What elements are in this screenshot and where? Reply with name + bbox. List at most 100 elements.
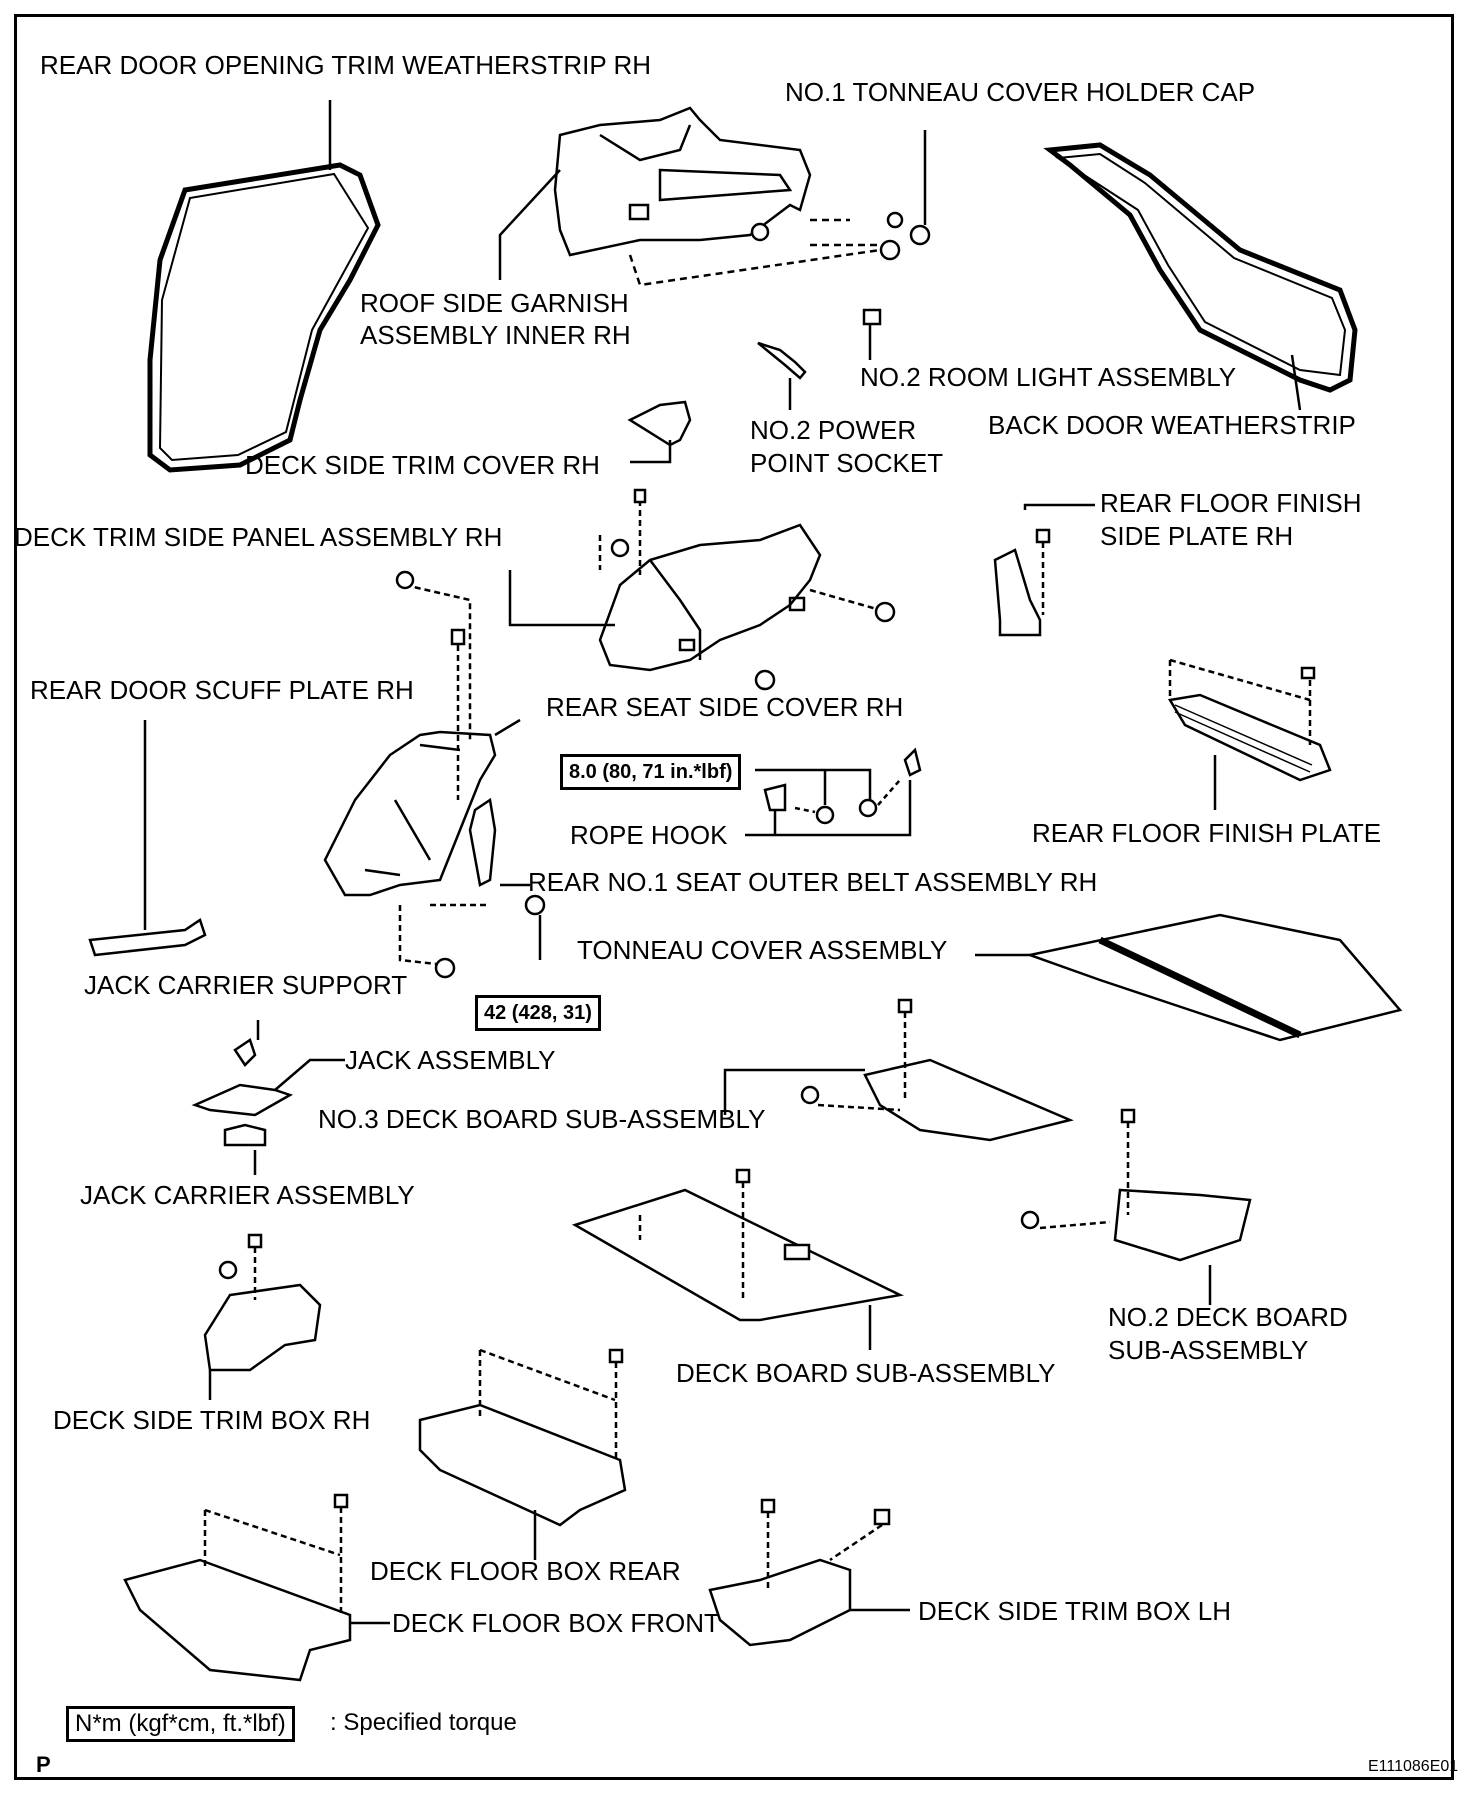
dashed-guide bbox=[809, 588, 881, 612]
nut-icon bbox=[800, 1085, 820, 1105]
deck-floor-box-rear-part bbox=[418, 1403, 627, 1527]
clip-icon bbox=[434, 957, 456, 979]
label-rear-seat-side-cover: REAR SEAT SIDE COVER RH bbox=[546, 692, 904, 722]
screw-icon bbox=[608, 1348, 624, 1364]
label-deck-side-trim-box-rh: DECK SIDE TRIM BOX RH bbox=[53, 1405, 371, 1435]
dashed-guide bbox=[1169, 658, 1311, 702]
label-room-light: NO.2 ROOM LIGHT ASSEMBLY bbox=[860, 362, 1237, 392]
back-door-weatherstrip-part bbox=[1043, 142, 1358, 393]
clip-icon bbox=[886, 211, 904, 229]
nut-icon bbox=[218, 1260, 238, 1280]
label-back-door-weatherstrip: BACK DOOR WEATHERSTRIP bbox=[988, 410, 1356, 440]
leader-line bbox=[508, 570, 615, 627]
leader-line bbox=[1023, 503, 1095, 510]
label-roof-side-garnish-line2: ASSEMBLY INNER RH bbox=[360, 320, 631, 350]
jack-carrier-support-icon bbox=[233, 1038, 257, 1067]
leader-line bbox=[1290, 354, 1302, 411]
label-rear-floor-finish-side-line2: SIDE PLATE RH bbox=[1100, 521, 1294, 551]
leader-line bbox=[630, 440, 672, 464]
clip-icon bbox=[750, 222, 770, 242]
screw-icon bbox=[1120, 1108, 1136, 1124]
label-tonneau-cover: TONNEAU COVER ASSEMBLY bbox=[577, 935, 948, 965]
label-rope-hook: ROPE HOOK bbox=[570, 820, 728, 850]
leader-line bbox=[755, 768, 872, 805]
screw-icon bbox=[1300, 666, 1316, 680]
rear-floor-finish-side-plate-part bbox=[993, 548, 1042, 637]
label-rear-door-opening-weatherstrip: REAR DOOR OPENING TRIM WEATHERSTRIP RH bbox=[40, 50, 652, 80]
screw-icon bbox=[333, 1493, 349, 1509]
roof-side-garnish-part bbox=[553, 106, 812, 257]
holder-cap-icon bbox=[909, 224, 931, 246]
nut-icon bbox=[873, 1508, 891, 1526]
deck-side-trim-box-rh-part bbox=[203, 1283, 322, 1372]
clip-icon bbox=[610, 538, 630, 558]
label-seat-outer-belt: REAR NO.1 SEAT OUTER BELT ASSEMBLY RH bbox=[528, 867, 1098, 897]
dashed-guide bbox=[404, 583, 472, 740]
label-deck-board-sub: DECK BOARD SUB-ASSEMBLY bbox=[676, 1358, 1056, 1388]
jack-carrier-icon bbox=[223, 1123, 267, 1147]
seat-outer-belt-part bbox=[468, 797, 497, 887]
label-no2-deck-board-line2: SUB-ASSEMBLY bbox=[1108, 1335, 1309, 1365]
bolt-icon bbox=[858, 798, 878, 818]
leader-line bbox=[723, 1068, 865, 1115]
label-deck-side-trim-cover: DECK SIDE TRIM COVER RH bbox=[245, 450, 600, 480]
rope-hook-icon bbox=[903, 747, 922, 777]
label-power-point-line2: POINT SOCKET bbox=[750, 448, 944, 478]
deck-side-trim-cover-part bbox=[627, 400, 692, 447]
label-no3-deck-board: NO.3 DECK BOARD SUB-ASSEMBLY bbox=[318, 1104, 766, 1134]
leader-line bbox=[274, 1058, 345, 1091]
screw-icon bbox=[1035, 528, 1051, 544]
screw-icon bbox=[760, 1498, 776, 1514]
leader-line bbox=[745, 780, 912, 837]
label-rear-floor-finish-side-line1: REAR FLOOR FINISH bbox=[1100, 488, 1362, 518]
label-deck-floor-box-front: DECK FLOOR BOX FRONT bbox=[392, 1608, 720, 1638]
handle-icon bbox=[783, 1243, 811, 1261]
label-rear-floor-finish-plate: REAR FLOOR FINISH PLATE bbox=[1032, 818, 1382, 848]
legend-unit-box: N*m (kgf*cm, ft.*lbf) bbox=[66, 1706, 295, 1742]
rear-door-scuff-plate-part bbox=[88, 918, 207, 957]
screw-icon bbox=[735, 1168, 751, 1184]
leader-line bbox=[498, 169, 561, 280]
torque-rope-hook: 8.0 (80, 71 in.*lbf) bbox=[560, 754, 742, 790]
clip-icon bbox=[395, 570, 415, 590]
label-jack-assembly: JACK ASSEMBLY bbox=[345, 1045, 556, 1075]
label-tonneau-holder-cap: NO.1 TONNEAU COVER HOLDER CAP bbox=[785, 77, 1256, 107]
jack-assembly-icon bbox=[191, 1083, 294, 1117]
label-deck-trim-side-panel: DECK TRIM SIDE PANEL ASSEMBLY RH bbox=[14, 522, 503, 552]
label-power-point-line1: NO.2 POWER bbox=[750, 415, 917, 445]
deck-board-part bbox=[571, 1188, 904, 1322]
page-mark: P bbox=[36, 1752, 51, 1777]
torque-belt: 42 (428, 31) bbox=[475, 995, 601, 1031]
no2-deck-board-part bbox=[1113, 1188, 1252, 1262]
rear-door-weatherstrip-part bbox=[147, 162, 381, 473]
leader-line bbox=[494, 718, 521, 737]
figure-id: E111086E01 bbox=[1368, 1758, 1459, 1775]
diagram-frame bbox=[14, 14, 1454, 1780]
bolt-icon bbox=[524, 894, 546, 916]
clip-icon bbox=[874, 601, 896, 623]
deck-floor-box-front-part bbox=[123, 1558, 352, 1682]
dashed-guide bbox=[398, 903, 490, 967]
label-no2-deck-board-line1: NO.2 DECK BOARD bbox=[1108, 1302, 1348, 1332]
clip-icon bbox=[879, 239, 901, 261]
room-light-icon bbox=[862, 308, 882, 326]
deck-side-trim-box-lh-part bbox=[708, 1558, 852, 1647]
no3-deck-board-part bbox=[863, 1058, 1074, 1142]
tonneau-cover-part bbox=[1025, 913, 1403, 1042]
screw-icon bbox=[897, 998, 913, 1014]
bolt-icon bbox=[815, 805, 835, 825]
deck-trim-side-panel-part bbox=[598, 523, 822, 672]
screw-icon bbox=[450, 628, 466, 646]
screw-icon bbox=[633, 488, 647, 504]
dashed-guide bbox=[628, 218, 881, 287]
rope-hook-icon bbox=[763, 783, 787, 812]
nut-icon bbox=[1020, 1210, 1040, 1230]
label-jack-carrier-assembly: JACK CARRIER ASSEMBLY bbox=[80, 1180, 415, 1210]
label-roof-side-garnish-line1: ROOF SIDE GARNISH bbox=[360, 288, 629, 318]
label-deck-floor-box-rear: DECK FLOOR BOX REAR bbox=[370, 1556, 681, 1586]
clip-icon bbox=[754, 669, 776, 691]
label-jack-carrier-support: JACK CARRIER SUPPORT bbox=[84, 970, 408, 1000]
power-socket-icon bbox=[757, 341, 807, 380]
label-rear-door-scuff: REAR DOOR SCUFF PLATE RH bbox=[30, 675, 414, 705]
